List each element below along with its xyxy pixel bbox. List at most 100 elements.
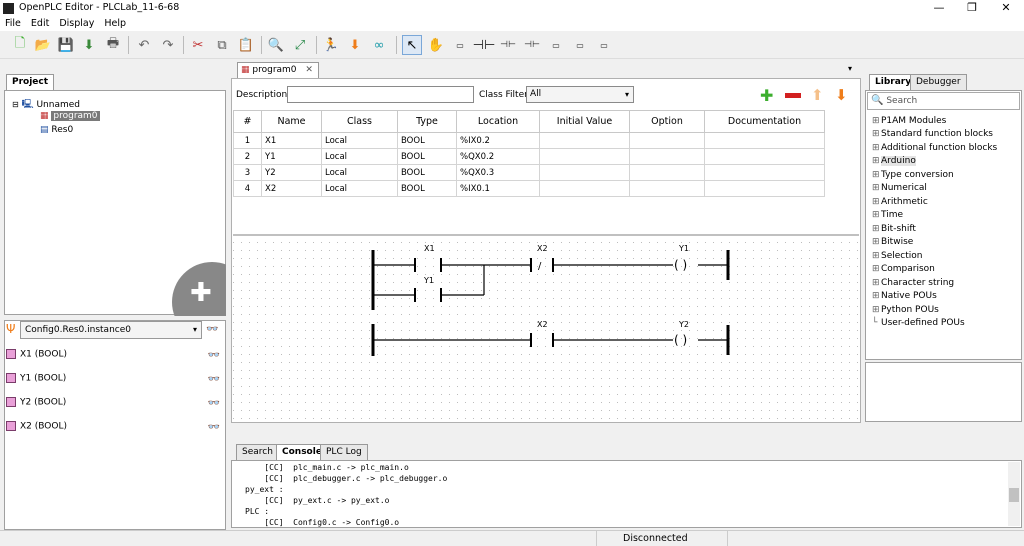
redo-icon[interactable]: ↷ bbox=[162, 37, 174, 53]
variable-pin-icon bbox=[6, 373, 16, 383]
find-icon[interactable]: 🔍 bbox=[267, 37, 285, 53]
variable-pin-icon bbox=[6, 349, 16, 359]
library-item[interactable]: ⊞Bit-shift bbox=[872, 224, 916, 234]
zoom-fit-icon[interactable]: ⤢ bbox=[294, 37, 306, 53]
coil-icon[interactable]: ▭ bbox=[600, 40, 608, 50]
library-item[interactable]: ⊞Native POUs bbox=[872, 291, 937, 301]
debug-glasses-icon[interactable]: 👓 bbox=[207, 398, 220, 409]
arduino-icon[interactable]: ∞ bbox=[373, 37, 385, 53]
library-item[interactable]: ⊞Numerical bbox=[872, 183, 927, 193]
library-item[interactable]: ⊞Arduino bbox=[872, 156, 916, 166]
library-item[interactable]: ⊞Type conversion bbox=[872, 170, 954, 180]
description-input[interactable] bbox=[287, 86, 474, 103]
undo-icon[interactable]: ↶ bbox=[138, 37, 150, 53]
variable-icon[interactable]: ⊣⊢ bbox=[500, 40, 516, 50]
power-rail-icon[interactable]: ⊣⊢ bbox=[472, 37, 496, 53]
transfer-icon[interactable]: ⬇ bbox=[349, 37, 361, 53]
col-header[interactable]: Location bbox=[456, 110, 540, 133]
debug-var-row[interactable]: X1 (BOOL)👓 bbox=[6, 349, 224, 363]
hand-icon[interactable]: ✋ bbox=[427, 37, 445, 53]
save-as-icon[interactable]: ⬇ bbox=[83, 37, 95, 53]
close-button[interactable]: ✕ bbox=[1001, 1, 1011, 14]
debug-glasses-icon[interactable]: 👓 bbox=[206, 324, 219, 335]
maximize-button[interactable]: ❐ bbox=[967, 1, 977, 14]
minimize-button[interactable]: — bbox=[933, 1, 945, 14]
close-tab-icon[interactable]: ✕ bbox=[305, 65, 313, 75]
tab-project[interactable]: Project bbox=[6, 74, 55, 90]
contact-label: Y1 bbox=[423, 276, 434, 285]
select-pointer-icon[interactable]: ↖ bbox=[402, 35, 422, 55]
tree-item-program0[interactable]: ▦ program0 bbox=[40, 111, 100, 121]
chevron-down-icon: ▾ bbox=[192, 325, 197, 334]
add-variable-icon[interactable]: ✚ bbox=[760, 86, 774, 105]
col-header[interactable]: Initial Value bbox=[539, 110, 630, 133]
library-item[interactable]: ⊞Arithmetic bbox=[872, 197, 928, 207]
library-item[interactable]: ⊞Selection bbox=[872, 251, 923, 261]
var-block-icon[interactable]: ▭ bbox=[552, 40, 560, 50]
class-filter-select[interactable]: All ▾ bbox=[526, 86, 634, 103]
col-header[interactable]: Option bbox=[629, 110, 705, 133]
coil-label: Y2 bbox=[678, 320, 689, 329]
menu-display[interactable]: Display bbox=[59, 18, 95, 29]
remove-variable-icon[interactable] bbox=[785, 93, 801, 98]
move-down-icon[interactable]: ⬇ bbox=[835, 86, 848, 104]
cut-icon[interactable]: ✂ bbox=[192, 37, 204, 53]
open-folder-icon[interactable]: 📂 bbox=[34, 37, 52, 53]
paste-icon[interactable]: 📋 bbox=[237, 37, 255, 53]
tree-root[interactable]: ⊟ 🖳 Unnamed bbox=[12, 100, 80, 110]
run-icon[interactable]: 🏃 bbox=[322, 37, 340, 53]
save-icon[interactable]: 💾 bbox=[57, 37, 75, 53]
scrollbar-thumb[interactable] bbox=[1009, 488, 1019, 502]
menu-help[interactable]: Help bbox=[104, 18, 127, 29]
col-header[interactable]: Class bbox=[321, 110, 398, 133]
function-block-icon[interactable]: ▭ bbox=[576, 40, 584, 50]
tab-debugger[interactable]: Debugger bbox=[910, 74, 967, 90]
debug-var-row[interactable]: Y2 (BOOL)👓 bbox=[6, 397, 224, 411]
tab-plc-log[interactable]: PLC Log bbox=[320, 444, 368, 460]
tab-menu-icon[interactable]: ▾ bbox=[848, 64, 853, 73]
expand-icon: └ bbox=[872, 318, 878, 328]
library-item[interactable]: ⊞Bitwise bbox=[872, 237, 914, 247]
library-item[interactable]: ⊞Additional function blocks bbox=[872, 143, 998, 153]
debug-var-row[interactable]: Y1 (BOOL)👓 bbox=[6, 373, 224, 387]
console-line: PLC : bbox=[245, 507, 270, 516]
library-item[interactable]: ⊞Comparison bbox=[872, 264, 935, 274]
col-header[interactable]: # bbox=[233, 110, 262, 133]
copy-icon[interactable]: ⧉ bbox=[217, 37, 227, 53]
tab-search[interactable]: Search bbox=[236, 444, 279, 460]
tab-program0[interactable]: ▦ program0 ✕ bbox=[237, 62, 319, 78]
console-panel bbox=[231, 460, 1022, 528]
menu-edit[interactable]: Edit bbox=[30, 18, 50, 29]
library-item[interactable]: ⊞P1AM Modules bbox=[872, 116, 947, 126]
library-item[interactable]: ⊞Character string bbox=[872, 278, 955, 288]
add-element-button[interactable]: ✚ bbox=[172, 262, 226, 316]
connection-status: Disconnected bbox=[623, 533, 688, 544]
library-search[interactable]: 🔍 Search bbox=[867, 92, 1020, 110]
new-file-icon[interactable]: 🗋 bbox=[14, 36, 26, 51]
library-item[interactable]: └User-defined POUs bbox=[872, 318, 965, 328]
move-up-icon[interactable]: ⬆ bbox=[811, 86, 824, 104]
library-item[interactable]: ⊞Time bbox=[872, 210, 904, 220]
console-scrollbar[interactable] bbox=[1008, 462, 1020, 526]
debug-glasses-icon[interactable]: 👓 bbox=[207, 422, 220, 433]
tree-item-res0[interactable]: ▤ Res0 bbox=[40, 125, 74, 135]
instance-select[interactable]: Config0.Res0.instance0 ▾ bbox=[20, 321, 202, 339]
comment-icon[interactable]: ▭ bbox=[456, 40, 464, 50]
debug-glasses-icon[interactable]: 👓 bbox=[207, 350, 220, 361]
col-header[interactable]: Type bbox=[397, 110, 457, 133]
debug-glasses-icon[interactable]: 👓 bbox=[207, 374, 220, 385]
col-header[interactable]: Documentation bbox=[704, 110, 825, 133]
ladder-diagram[interactable]: X1 Y1 X2 / Y1 ( ) X2 Y2 ( ) bbox=[233, 234, 859, 420]
library-item[interactable]: ⊞Standard function blocks bbox=[872, 129, 993, 139]
library-item[interactable]: ⊞Python POUs bbox=[872, 305, 939, 315]
col-header[interactable]: Name bbox=[261, 110, 322, 133]
menu-file[interactable]: File bbox=[5, 18, 21, 29]
contact-label: X1 bbox=[424, 244, 435, 253]
contact-icon[interactable]: ⊣⊢ bbox=[524, 40, 540, 50]
debug-var-row[interactable]: X2 (BOOL)👓 bbox=[6, 421, 224, 435]
print-icon[interactable]: 🖶 bbox=[106, 36, 120, 51]
